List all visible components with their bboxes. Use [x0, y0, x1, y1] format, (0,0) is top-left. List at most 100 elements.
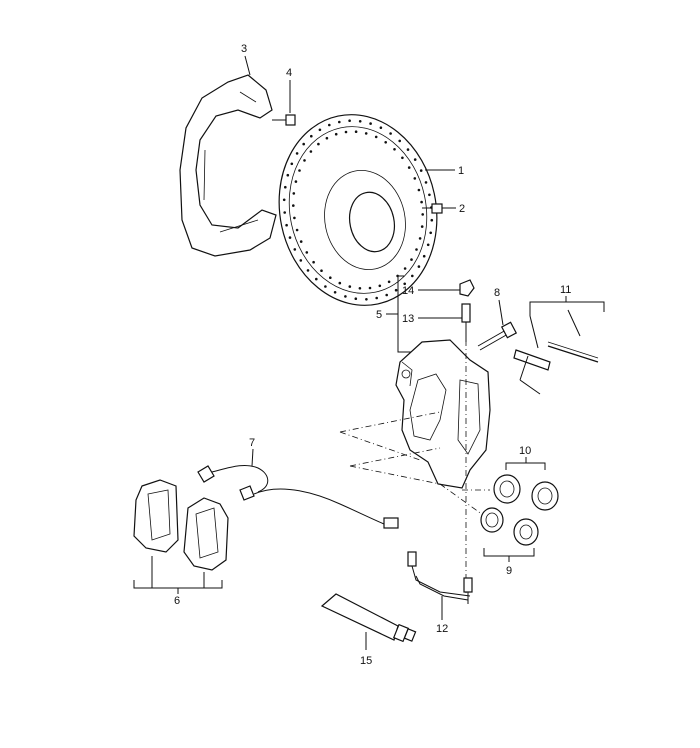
drill-hole — [378, 284, 382, 288]
bleeder-cap — [459, 279, 475, 297]
drill-hole — [320, 269, 323, 273]
callout-2: 2 — [459, 203, 465, 215]
drill-hole — [293, 216, 296, 220]
drill-hole — [406, 148, 410, 151]
drill-hole — [403, 282, 407, 286]
brake-disc — [278, 114, 438, 306]
drill-hole — [292, 192, 296, 195]
bracket-6 — [133, 580, 223, 589]
drill-hole — [298, 169, 301, 172]
drill-hole — [344, 130, 348, 134]
piston-seals — [480, 507, 539, 546]
drill-hole — [333, 291, 337, 294]
drill-hole — [317, 142, 320, 146]
drill-hole — [387, 280, 391, 284]
callout-15: 15 — [360, 655, 372, 667]
bracket-11 — [529, 301, 605, 316]
drill-hole — [294, 180, 298, 183]
drill-hole — [410, 258, 413, 261]
drill-hole — [334, 132, 338, 136]
drill-hole — [288, 236, 292, 239]
drill-hole — [292, 204, 295, 207]
drill-hole — [417, 265, 421, 268]
drill-hole — [384, 141, 388, 144]
callout-14: 14 — [402, 285, 414, 297]
callout-6: 6 — [174, 595, 180, 607]
callout-8: 8 — [494, 287, 500, 299]
callout-9: 9 — [506, 565, 512, 577]
drill-hole — [354, 297, 358, 301]
leader-8 — [498, 299, 504, 326]
leader-3 — [244, 55, 251, 76]
drill-hole — [385, 293, 389, 297]
drill-hole — [428, 193, 431, 197]
brake-pads — [133, 479, 229, 571]
drill-hole — [328, 123, 331, 127]
drill-hole — [413, 177, 417, 180]
bleeder-valve — [461, 303, 471, 342]
drill-hole — [411, 274, 414, 278]
pad-pins — [513, 309, 599, 395]
drill-hole — [422, 254, 426, 258]
drill-hole — [312, 260, 315, 264]
drill-hole — [303, 159, 306, 162]
drill-hole — [348, 285, 352, 288]
drill-hole — [426, 243, 430, 247]
drill-hole — [354, 130, 358, 133]
drill-hole — [310, 134, 313, 138]
drill-hole — [329, 276, 332, 280]
drill-hole — [299, 240, 303, 243]
drill-hole — [368, 286, 372, 290]
drill-hole — [365, 298, 368, 301]
drill-hole — [325, 136, 329, 140]
drill-hole — [282, 198, 286, 202]
drill-hole — [358, 287, 362, 290]
drill-hole — [420, 225, 424, 228]
drill-hole — [306, 269, 310, 272]
brake-caliper — [395, 339, 491, 489]
drill-hole — [420, 200, 423, 204]
drill-hole — [338, 281, 342, 285]
drill-hole — [393, 148, 396, 151]
drill-hole — [344, 295, 347, 298]
wear-sensor — [197, 465, 399, 529]
drill-hole — [309, 150, 313, 153]
drill-hole — [295, 228, 299, 232]
callout-12: 12 — [436, 623, 448, 635]
drill-hole — [318, 128, 322, 132]
drill-hole — [389, 132, 392, 135]
paste-tube — [320, 593, 417, 643]
drill-hole — [295, 152, 299, 155]
drill-hole — [358, 120, 362, 123]
drill-hole — [286, 173, 290, 177]
drill-hole — [302, 142, 306, 146]
drill-hole — [424, 181, 428, 184]
bracket-10 — [505, 462, 546, 470]
drill-hole — [418, 237, 422, 240]
assembly-lines — [339, 340, 491, 596]
drill-hole — [375, 296, 379, 300]
callout-4: 4 — [286, 67, 292, 79]
drill-hole — [364, 132, 368, 135]
drill-hole — [315, 277, 318, 281]
brake-hose — [407, 551, 473, 604]
drill-hole — [398, 139, 402, 143]
bracket-9 — [483, 548, 535, 557]
drill-hole — [369, 122, 372, 125]
dust-boots — [493, 474, 559, 511]
callout-7: 7 — [249, 437, 255, 449]
callout-13: 13 — [402, 313, 414, 325]
drill-hole — [421, 213, 425, 216]
callout-10: 10 — [519, 445, 531, 457]
drill-hole — [415, 248, 418, 251]
splash-shield — [179, 74, 277, 257]
drill-hole — [407, 166, 411, 169]
callout-3: 3 — [241, 43, 247, 55]
drill-hole — [283, 211, 287, 214]
drill-hole — [324, 285, 327, 288]
drill-hole — [419, 169, 423, 172]
drill-hole — [379, 126, 383, 129]
leader-7 — [251, 448, 254, 467]
drill-hole — [374, 135, 378, 139]
